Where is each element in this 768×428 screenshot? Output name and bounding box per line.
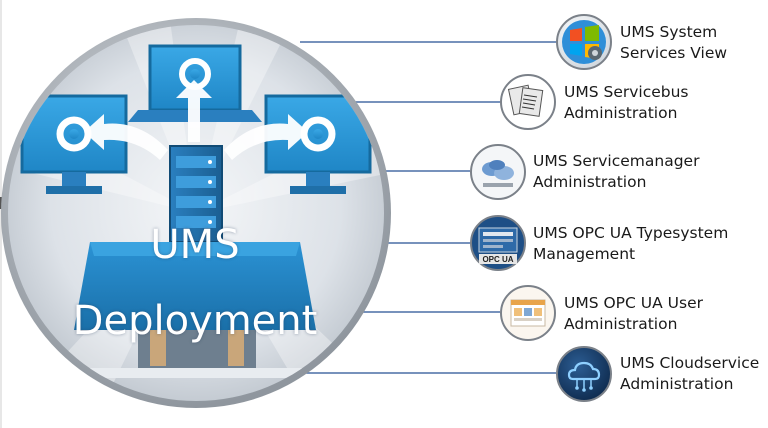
service-manager-icon[interactable] xyxy=(469,143,527,201)
opc-ua-icon-text: OPC UA xyxy=(482,255,513,264)
item-label-line2: Services View xyxy=(620,44,728,62)
item-label-line2: Management xyxy=(533,245,636,263)
item-label-opc-typesystem[interactable]: UMS OPC UA Typesystem Management xyxy=(533,223,728,265)
item-label-line1: UMS OPC UA Typesystem xyxy=(533,224,729,242)
central-illustration xyxy=(1,18,391,408)
item-label-line1: UMS Cloudservice xyxy=(620,354,760,372)
item-label-line2: Administration xyxy=(533,173,647,191)
document-stack-icon[interactable] xyxy=(499,73,557,131)
cloud-service-icon[interactable] xyxy=(555,345,613,403)
server-icon xyxy=(169,145,223,243)
connector-lines xyxy=(300,41,556,374)
item-label-line1: UMS Servicemanager xyxy=(533,152,700,170)
item-label-line1: UMS OPC UA User xyxy=(564,294,703,312)
opc-ua-icon[interactable]: OPC UA xyxy=(469,214,527,272)
center-title-line1: UMS xyxy=(150,222,240,268)
deploy-arrows xyxy=(84,80,308,160)
item-label-cloudservice[interactable]: UMS Cloudservice Administration xyxy=(620,353,759,395)
item-label-servicebus[interactable]: UMS Servicebus Administration xyxy=(564,82,689,124)
user-admin-screen-icon[interactable] xyxy=(499,284,557,342)
center-title-line2: Deployment xyxy=(72,298,318,344)
item-label-opc-user[interactable]: UMS OPC UA User Administration xyxy=(564,293,703,335)
item-label-line2: Administration xyxy=(620,375,734,393)
item-label-servicemanager[interactable]: UMS Servicemanager Administration xyxy=(533,151,699,193)
windows-logo-icon[interactable] xyxy=(555,13,613,71)
item-label-line1: UMS Servicebus xyxy=(564,83,689,101)
item-label-line2: Administration xyxy=(564,104,678,122)
item-label-line2: Administration xyxy=(564,315,678,333)
item-label-system-services[interactable]: UMS System Services View xyxy=(620,22,727,64)
pedestal-icon xyxy=(74,242,316,378)
item-label-line1: UMS System xyxy=(620,23,718,41)
